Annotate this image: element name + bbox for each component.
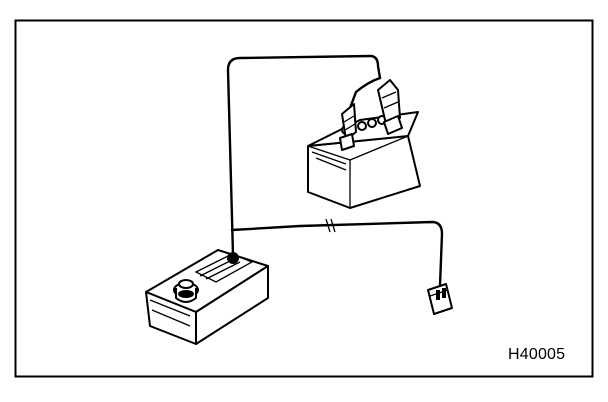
diagram-id-label: H40005 [508,346,566,363]
tester-box [145,249,269,345]
battery-clip-positive [377,79,403,135]
clip-wire-branch [348,76,382,110]
connector [427,283,453,315]
battery [307,111,421,209]
clip-wire [226,54,382,257]
harness-break-mark [325,218,336,233]
harness-wire [230,220,444,287]
figure-border [14,19,594,378]
battery-clip-negative [339,103,357,151]
